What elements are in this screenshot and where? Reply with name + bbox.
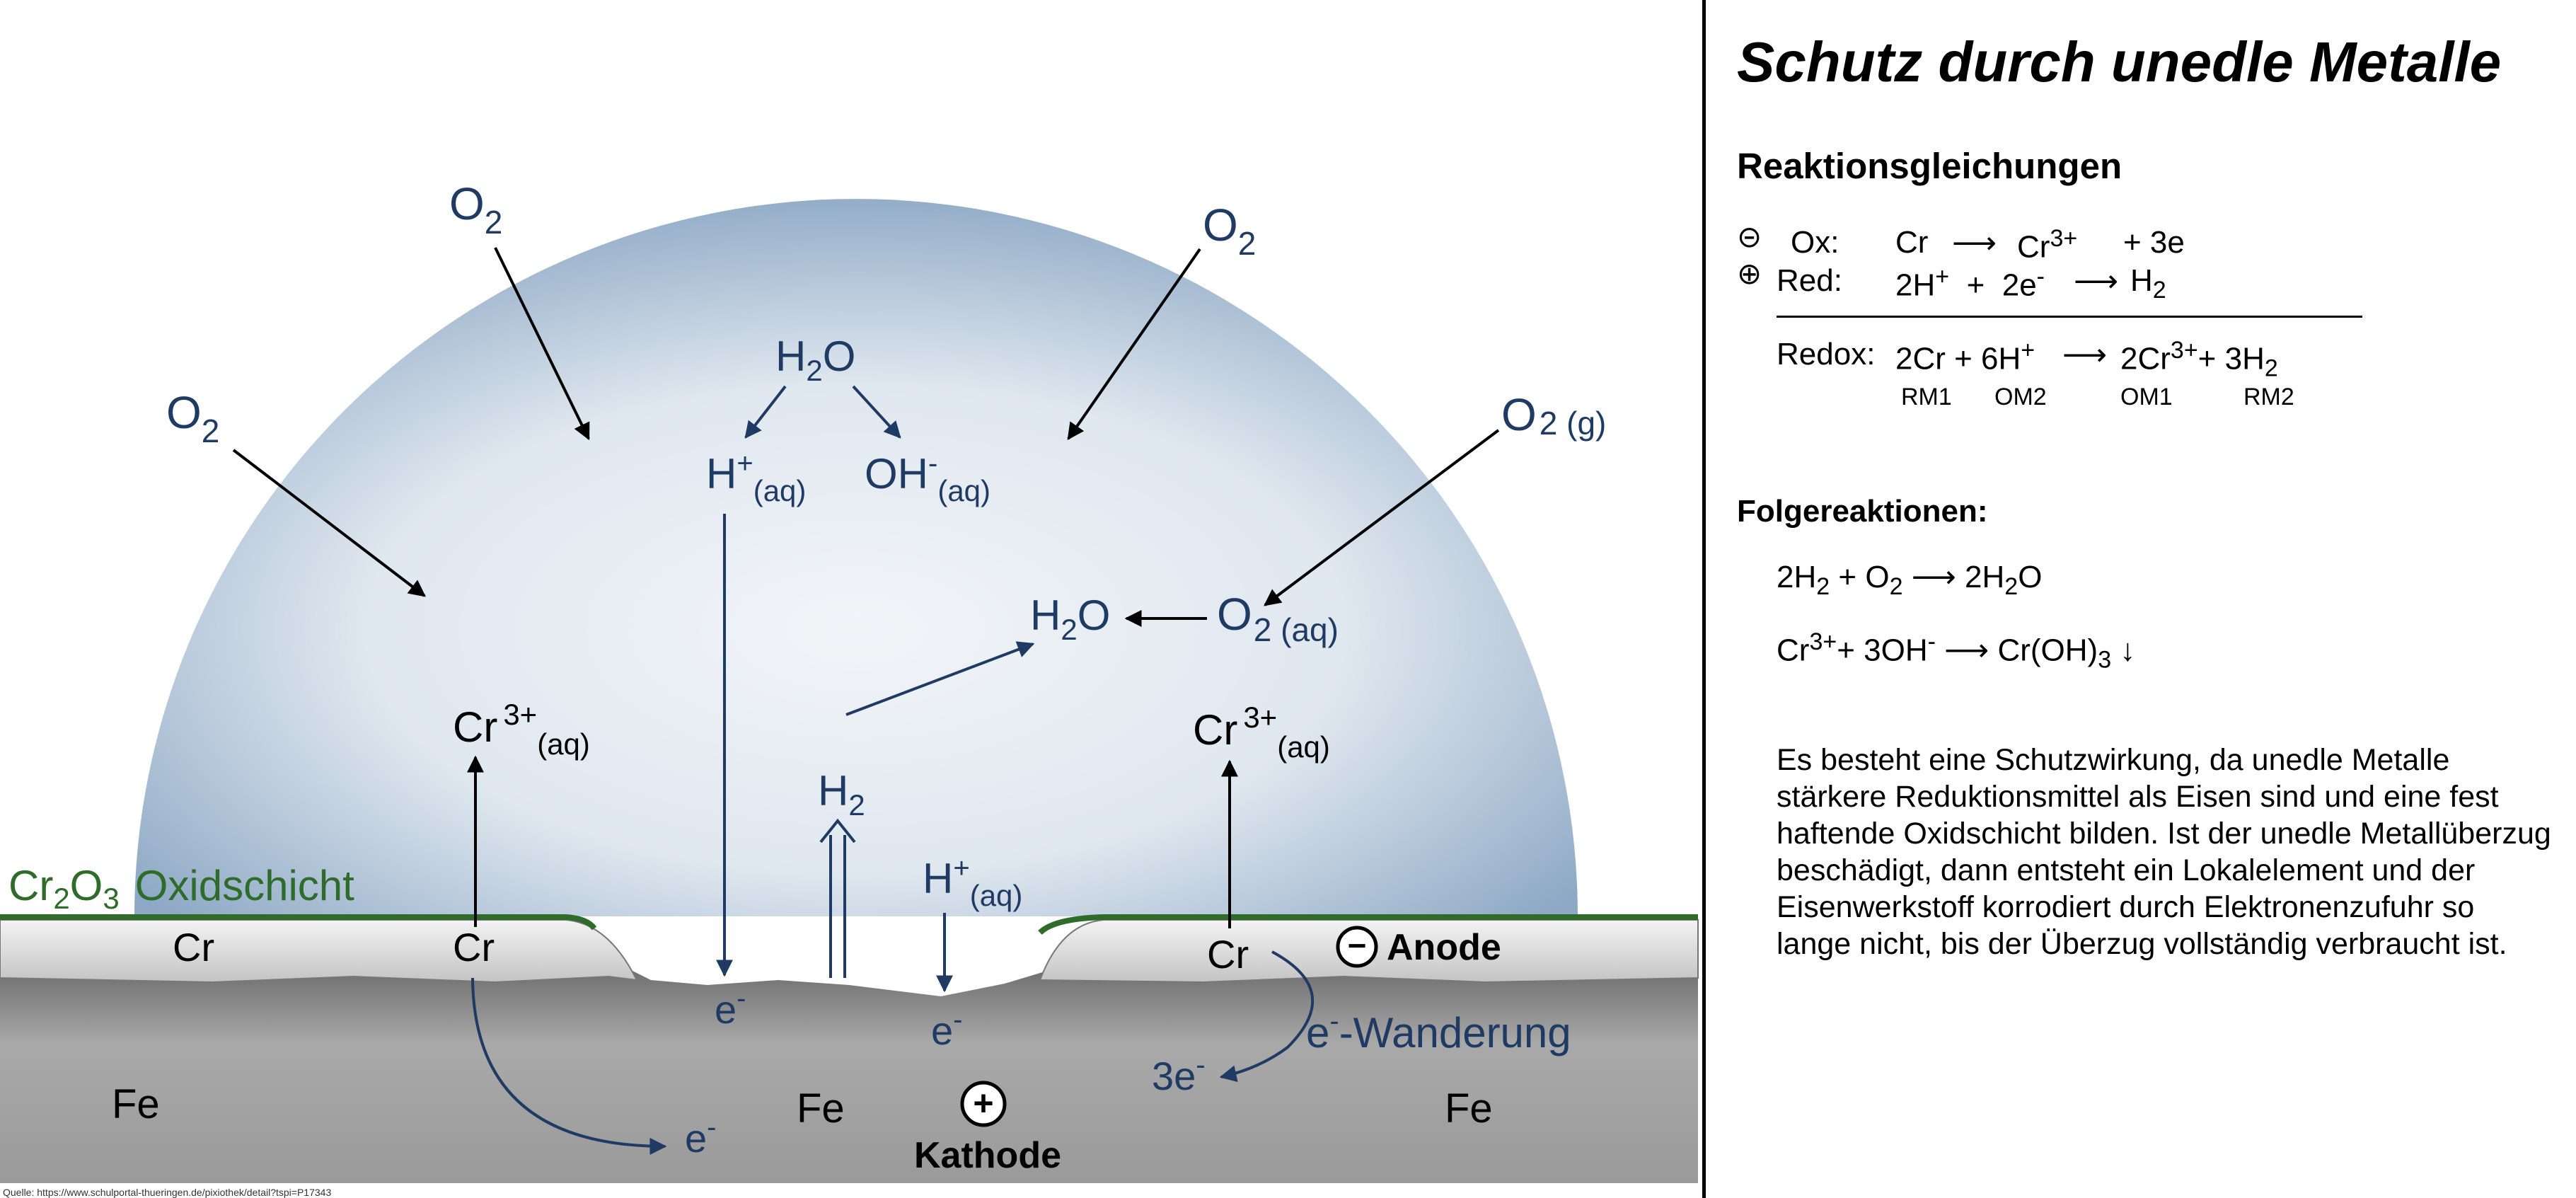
om1-label: OM1 [2120,384,2173,410]
redox-reactants: 2Cr + 6H+ [1895,337,2035,376]
o2-gas-label: O [1501,389,1537,440]
redox-arrow: ⟶ [2062,338,2108,372]
o2-arrows [232,247,1500,928]
om2-label: OM2 [1994,384,2047,410]
anode-label: Anode [1387,927,1501,968]
h2o-label: H2O [775,333,855,387]
plus-symbol: ⊕ [1737,257,1762,290]
cr-coating-label: Cr [453,925,495,969]
red-arrow: ⟶ [2074,264,2119,299]
fe-label: Fe [1445,1085,1493,1131]
anode-minus-sign: − [1348,927,1367,964]
ion-arrows [471,385,1315,1155]
follow-heading: Folgereaktionen: [1737,494,1988,529]
cathode-plus-sign: + [973,1083,993,1123]
cr-coating-label: Cr [173,925,214,969]
ox-electrons: + 3e [2123,225,2185,260]
source-note: Quelle: https://www.schulportal-thuering… [3,1187,331,1198]
h2o-product-label: H2O [1030,592,1110,646]
svg-text:O2: O2 [166,387,219,449]
h2-label: H2 [818,767,865,822]
ox-product: Cr3+ [2017,225,2078,265]
h-plus-label: H+(aq) [923,853,1022,912]
redox-label: Redox: [1777,337,1876,372]
explanation-panel: Schutz durch unedle Metalle Reaktionsgle… [1706,0,2576,1198]
divider [1702,0,1706,1198]
iron-substrate [0,969,1698,1183]
rm1-label: RM1 [1901,384,1952,410]
fe-label: Fe [797,1085,845,1131]
red-label: Red: [1777,263,1842,298]
oh-minus-label: OH-(aq) [865,448,990,507]
water-droplet [134,199,1578,916]
o2-label: O [449,178,485,229]
svg-text:O2 (aq): O2 (aq) [1217,589,1339,648]
follow-reaction-1: 2H2 + O2 ⟶ 2H2O [1777,560,2043,600]
follow-reaction-2: Cr3++ 3OH- ⟶ Cr(OH)3 ↓ [1777,628,2136,674]
oxide-layer-left [0,914,597,931]
electron-label: e- [715,983,746,1032]
oxide-layer-right [1038,914,1698,935]
o2-label: O [1203,200,1238,250]
three-electrons-label: 3e- [1152,1049,1206,1098]
ox-arrow: ⟶ [1952,226,1997,260]
anode-minus-icon [1336,926,1378,968]
minus-symbol: ⊝ [1737,220,1762,253]
chromium-coating-left [0,919,638,984]
equation-divider [1777,316,2362,318]
panel-title: Schutz durch unedle Metalle [1737,30,2502,93]
explanation-paragraph: Es besteht eine Schutzwirkung, da unedle… [1777,743,2551,961]
svg-text:O2 (g): O2 (g) [1501,389,1606,442]
o2-label: O [166,387,202,438]
electron-label: e- [685,1112,716,1160]
o2-aq-label: O [1217,589,1252,640]
ox-label: Ox: [1791,225,1839,260]
cathode-plus-icon [960,1081,1007,1127]
cathode-label: Kathode [914,1135,1061,1176]
electron-label: e- [931,1004,962,1053]
h-plus-label: H+(aq) [706,448,806,507]
cr-coating-label: Cr [1207,932,1249,977]
red-reactants: 2H+ + 2e- [1895,263,2045,303]
svg-text:O2: O2 [449,178,502,241]
ox-reactant: Cr [1895,225,1929,260]
redox-products: 2Cr3++ 3H2 [2120,337,2278,382]
reaction-heading: Reaktionsgleichungen [1737,146,2122,186]
fe-label: Fe [112,1081,160,1127]
svg-text:O2: O2 [1203,200,1256,262]
rm2-label: RM2 [2243,384,2294,410]
corrosion-diagram: O2 O2 O2 O2 (g) O2 (aq) H2O H2O H+(aq) O… [0,178,1699,1198]
red-product: H2 [2130,263,2166,304]
electron-migration-label: e--Wanderung [1306,1006,1571,1056]
